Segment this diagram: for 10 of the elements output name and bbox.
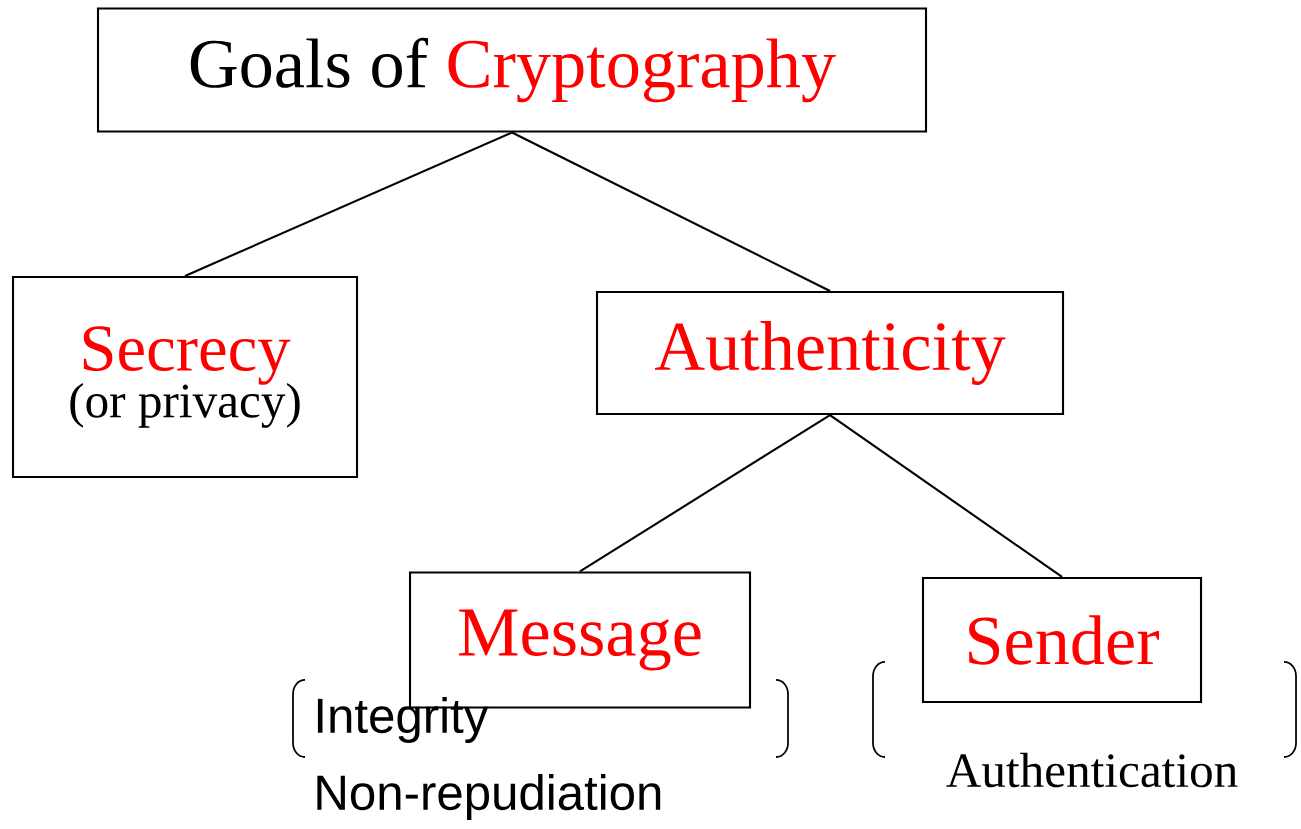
concept-box: Secrecy (or privacy) bbox=[11, 275, 359, 479]
concept-box: Sender bbox=[921, 576, 1203, 704]
concept-box: Authenticity bbox=[595, 290, 1065, 416]
concept-box: Goals of Cryptography bbox=[96, 7, 928, 133]
connector-line bbox=[579, 414, 831, 573]
side-label: Authentication bbox=[946, 752, 1238, 788]
connector-line bbox=[829, 414, 1063, 578]
connector-line bbox=[184, 131, 513, 277]
connector-line bbox=[511, 131, 831, 292]
side-label: Non-repudiation bbox=[317, 774, 661, 820]
